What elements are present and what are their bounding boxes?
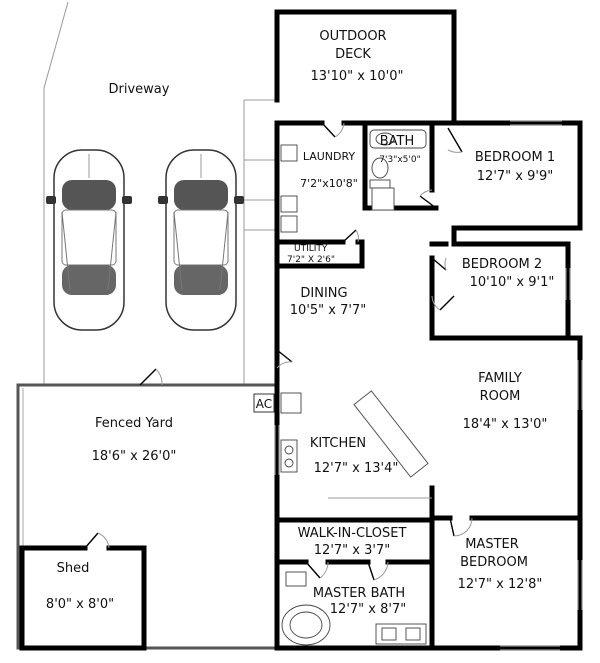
- ac-label: AC: [256, 397, 272, 411]
- kitchen-label: KITCHEN: [310, 436, 366, 451]
- car-icon: [158, 149, 244, 331]
- dining-dimensions: 10'5" x 7'7": [290, 303, 366, 318]
- ac-unit: [253, 393, 275, 413]
- toilet-icon: [369, 157, 395, 211]
- door-swing-icon: [431, 257, 447, 271]
- door-swing-icon: [419, 189, 437, 209]
- shed-label: Shed: [57, 561, 90, 576]
- master-bedroom-dimensions: 12'7" x 12'8": [458, 577, 543, 592]
- washer-icon: [280, 144, 298, 233]
- shed-dimensions: 8'0" x 8'0": [46, 597, 114, 612]
- utility-dimensions: 7'2" X 2'6": [287, 255, 335, 265]
- door-swing-icon: [139, 368, 163, 386]
- dining-label: DINING: [300, 286, 347, 301]
- house-walls: [274, 9, 583, 651]
- bedroom2-dimensions: 10'10" x 9'1": [470, 275, 555, 290]
- utility-label: UTILITY: [294, 244, 328, 254]
- bedroom1-label: BEDROOM 1: [475, 150, 555, 165]
- master-bath-dimensions: 12'7" x 8'7": [330, 602, 406, 617]
- car-icon: [46, 149, 132, 331]
- driveway-area: [43, 1, 276, 384]
- deck-dimensions: 13'10" x 10'0": [311, 69, 404, 84]
- door-swing-icon: [342, 229, 359, 243]
- door-swing-icon: [431, 295, 455, 311]
- bedroom1-dimensions: 12'7" x 9'9": [477, 169, 553, 184]
- family-room-label: ROOM: [480, 389, 521, 404]
- family-room-dimensions: 18'4" x 13'0": [463, 417, 548, 432]
- door-swing-icon: [449, 517, 473, 537]
- master-bedroom-label: MASTER: [465, 537, 519, 552]
- master-bath-label: MASTER BATH: [313, 586, 405, 601]
- door-swing-icon: [321, 122, 345, 138]
- kitchen-island: [353, 390, 429, 478]
- driveway-label: Driveway: [109, 82, 170, 97]
- bath-label: BATH: [380, 134, 415, 149]
- windows: [274, 120, 583, 651]
- walk-in-closet-label: WALK-IN-CLOSET: [298, 526, 407, 541]
- yard-label: Fenced Yard: [95, 416, 173, 431]
- door-swing-icon: [276, 349, 293, 369]
- bathtub-icon: [281, 571, 331, 646]
- walk-in-closet-dimensions: 12'7" x 3'7": [314, 543, 390, 558]
- door-swing-icon: [367, 561, 389, 581]
- sink-icon: [375, 623, 427, 645]
- door-swing-icon: [447, 127, 463, 153]
- laundry-label: LAUNDRY: [303, 150, 356, 163]
- deck-label: DECK: [335, 47, 371, 62]
- shed-outline: [19, 532, 147, 651]
- door-swing-icon: [305, 561, 329, 579]
- stove-icon: [280, 392, 302, 473]
- deck-label: OUTDOOR: [319, 29, 386, 44]
- bath-dimensions: 7'3"x5'0": [379, 155, 420, 165]
- master-bedroom-label: BEDROOM: [460, 555, 528, 570]
- family-room-label: FAMILY: [478, 371, 522, 386]
- laundry-dimensions: 7'2"x10'8": [300, 177, 358, 190]
- yard-dimensions: 18'6" x 26'0": [92, 449, 177, 464]
- sink-icon: [369, 129, 427, 149]
- bedroom2-label: BEDROOM 2: [462, 257, 542, 272]
- kitchen-dimensions: 12'7" x 13'4": [314, 461, 399, 476]
